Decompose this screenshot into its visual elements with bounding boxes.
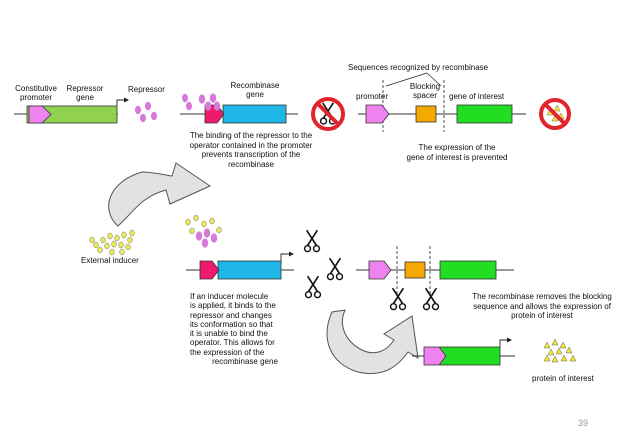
label-line: Constitutive [15, 84, 57, 93]
external-inducer-label: External inducer [81, 256, 139, 265]
blocking-spacer-box [415, 105, 437, 123]
expression-prevented-caption: The expression of the gene of interest i… [402, 143, 512, 162]
protein-of-interest-label: protein of interest [532, 374, 594, 383]
binding-caption: The binding of the repressor to the oper… [188, 131, 314, 169]
caption-line: its conformation so that [190, 319, 273, 329]
sequences-recognized-label: Sequences recognized by recombinase [348, 63, 489, 72]
promoter-shape [365, 104, 390, 124]
label-line: Blocking [409, 82, 441, 91]
caption-line: recombinase [228, 159, 274, 169]
blocking-spacer-label: Blocking spacer [405, 82, 445, 100]
caption-line: operator. This allows for [190, 338, 275, 348]
caption-line: The expression of the [418, 143, 496, 152]
caption-line: protein of interest [511, 311, 573, 320]
label-line: Repressor [66, 84, 104, 93]
external-inducer-molecules [89, 229, 135, 256]
prohibition-icon [539, 98, 571, 130]
repressor-label: Repressor [128, 85, 165, 94]
recombinase-construct-repressed [180, 93, 298, 124]
protein-of-interest-molecules [543, 338, 577, 363]
goi-construct-expressed [412, 337, 515, 366]
page-number: 39 [578, 418, 589, 428]
goi-construct-blocked [358, 72, 526, 132]
caption-line: operator contained in the promoter [189, 140, 313, 150]
curved-arrow-icon [326, 309, 419, 374]
caption-line: is applied, it binds to the [190, 301, 276, 311]
recombinase-removes-caption: The recombinase removes the blocking seq… [462, 292, 622, 321]
label-line: spacer [412, 91, 437, 100]
goi-construct-cut [356, 246, 514, 296]
inducer-caption: If an inducer molecule is applied, it bi… [190, 292, 300, 366]
prohibition-icon [311, 97, 345, 131]
curved-arrow-icon [108, 162, 212, 227]
recombinase-gene-box [222, 104, 287, 124]
label-line: gene [76, 93, 94, 102]
caption-line: The binding of the repressor to the [189, 131, 313, 140]
caption-line: sequence and allows the expression of [473, 301, 611, 311]
caption-line: prevents transcription of the [201, 150, 301, 159]
gene-of-interest-box [456, 104, 513, 124]
caption-line: repressor and changes [190, 310, 272, 320]
repressor-construct [14, 97, 129, 124]
recombinase-gene-label: Recombinase gene [226, 81, 284, 99]
promoter-label: promoter [356, 92, 389, 101]
caption-line: If an inducer molecule [190, 292, 269, 301]
gene-of-interest-label: gene of interest [449, 92, 505, 101]
caption-line: it is unable to bind the [190, 329, 268, 339]
label-line: promoter [19, 93, 52, 102]
repressor-gene-box [26, 105, 118, 124]
repressor-proteins [135, 101, 157, 123]
label-line: Recombinase [230, 81, 280, 90]
repressor-inducer-complex [185, 214, 222, 248]
label-line: gene [246, 90, 264, 99]
caption-line: gene of interest is prevented [406, 152, 508, 162]
caption-line: The recombinase removes the blocking [472, 292, 612, 301]
constitutive-promoter-shape [28, 105, 52, 124]
recombinase-construct-active [186, 251, 294, 280]
caption-line: recombinase gene [212, 357, 278, 367]
caption-line: the expression of the [190, 347, 265, 357]
repressor-gene-label: Repressor gene [62, 84, 108, 102]
constitutive-promoter-label: Constitutive promoter [14, 84, 58, 102]
